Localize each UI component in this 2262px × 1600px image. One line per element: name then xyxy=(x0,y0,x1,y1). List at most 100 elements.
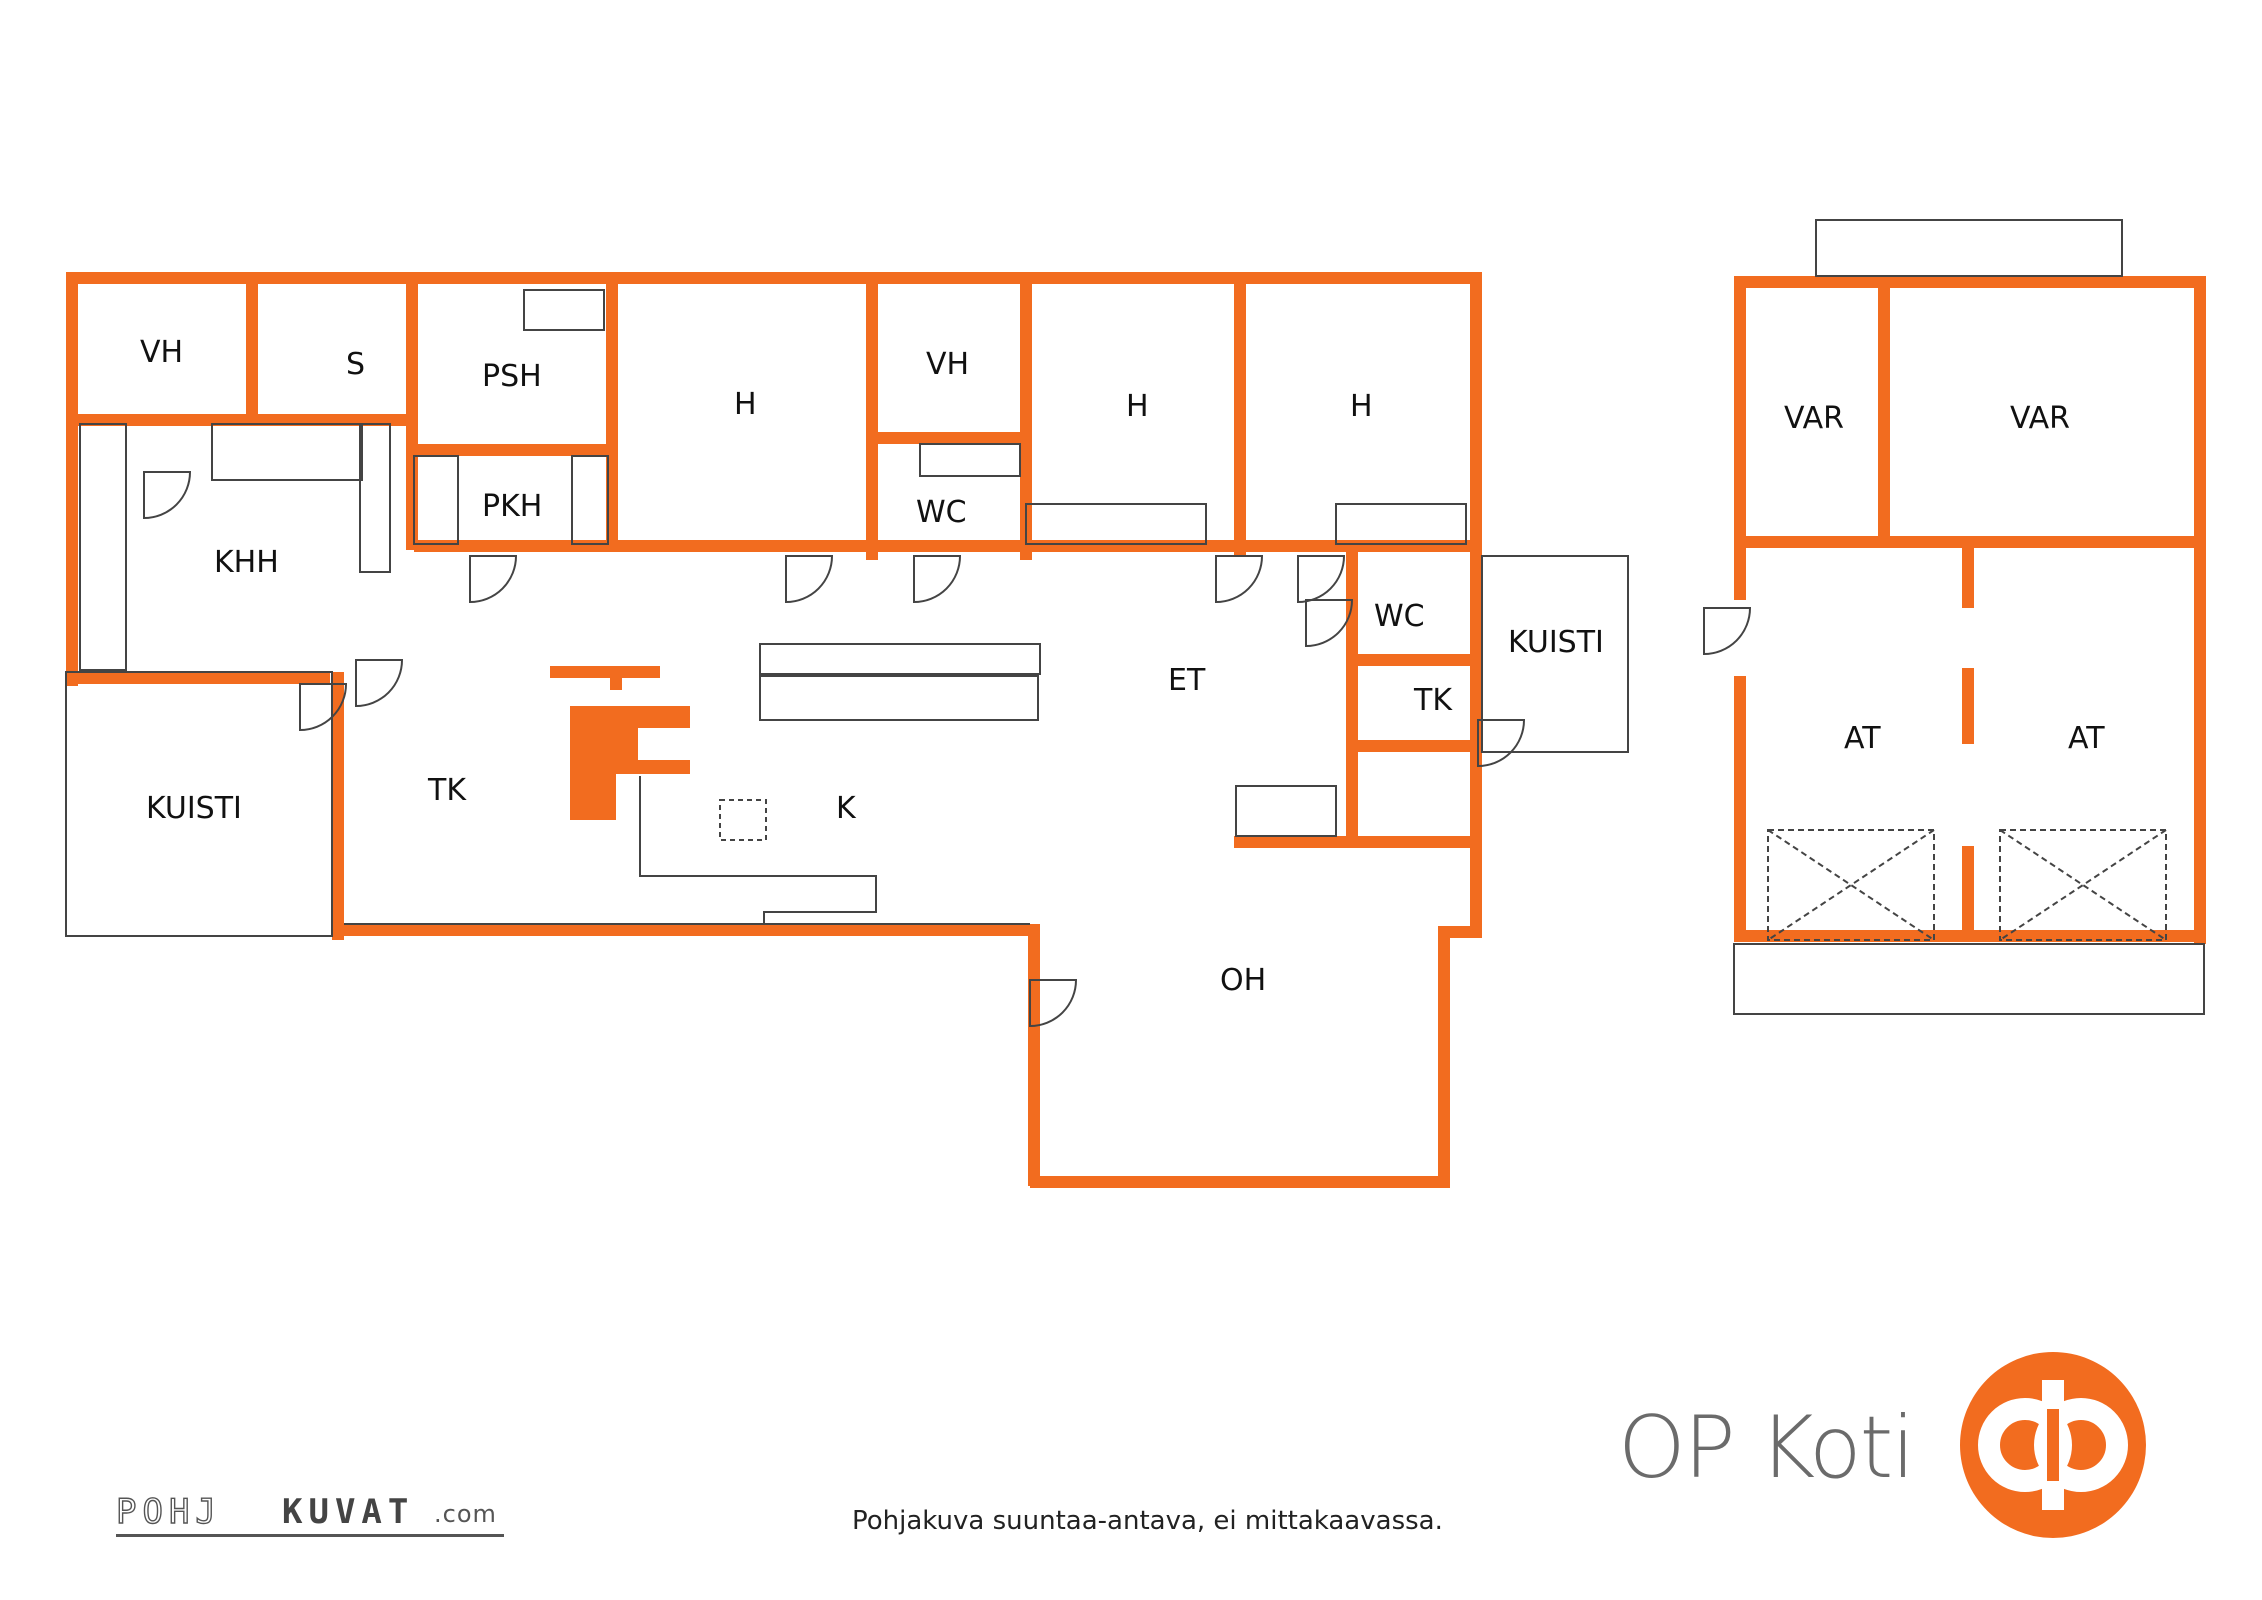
op-logo-icon xyxy=(1960,1352,2146,1538)
door-swing-icon xyxy=(143,471,192,520)
floor-plan-fixtures xyxy=(65,219,2205,1028)
wall-segment xyxy=(1734,676,1746,940)
kitchen-counter-outline xyxy=(639,776,877,924)
khh-cabinet xyxy=(79,423,127,671)
door-swing-icon xyxy=(1297,555,1346,604)
pkh-heater xyxy=(413,455,459,545)
wall-segment xyxy=(550,666,660,678)
h3-wardrobe xyxy=(1335,503,1467,545)
vh-sink-counter xyxy=(919,443,1021,477)
wall-segment xyxy=(1962,546,1974,608)
wall-segment xyxy=(1346,740,1482,752)
wall-segment xyxy=(66,272,78,686)
wall-segment xyxy=(1962,846,1974,936)
wall-segment xyxy=(410,444,612,456)
door-swing-icon xyxy=(1215,555,1264,604)
room-label-s: S xyxy=(346,347,365,382)
wall-segment xyxy=(866,272,878,560)
wall-segment xyxy=(1346,540,1358,846)
pohjakuvat-logo-part3: .com xyxy=(434,1500,497,1528)
room-label-wc-2: WC xyxy=(1374,599,1425,634)
room-label-h-3: H xyxy=(1350,389,1373,424)
parking-cross-left xyxy=(1767,829,1935,941)
khh-upper-cabinets xyxy=(211,423,363,481)
pkh-bench xyxy=(571,455,609,545)
kitchen-counter xyxy=(759,675,1039,721)
door-swing-icon xyxy=(1029,979,1078,1028)
room-label-tk-2: TK xyxy=(1413,683,1453,718)
wall-segment xyxy=(66,272,1482,284)
wall-segment xyxy=(332,672,344,940)
et-cabinet xyxy=(1235,785,1337,837)
wall-segment xyxy=(66,672,330,684)
door-swing-icon xyxy=(785,555,834,604)
room-label-vh-2: VH xyxy=(926,347,969,382)
room-label-tk-1: TK xyxy=(427,773,467,808)
wall-segment xyxy=(1234,836,1482,848)
room-label-var-1: VAR xyxy=(1784,401,1844,436)
op-koti-brand-text: OP Koti xyxy=(1618,1398,1915,1498)
kitchen-island-top xyxy=(759,643,1041,675)
wall-segment xyxy=(246,272,258,420)
pohjakuvat-logo-underline xyxy=(116,1534,504,1537)
door-swing-icon xyxy=(299,683,348,732)
parking-spot-right xyxy=(1999,829,2167,941)
door-swing-icon xyxy=(1305,599,1354,648)
room-label-kuisti-2: KUISTI xyxy=(1508,625,1604,660)
wall-segment xyxy=(610,666,622,690)
garage-apron xyxy=(1733,943,2205,1015)
parking-spot-left xyxy=(1767,829,1935,941)
door-swing-icon xyxy=(1477,719,1526,768)
h2-wardrobe xyxy=(1025,503,1207,545)
room-label-wc-1: WC xyxy=(916,495,967,530)
wall-segment xyxy=(1346,654,1482,666)
pohjakuvat-logo-part1: POHJ xyxy=(115,1491,222,1532)
wall-segment xyxy=(1962,668,1974,744)
parking-cross-right xyxy=(1999,829,2167,941)
wall-segment xyxy=(406,272,418,550)
wall-segment xyxy=(1740,536,2200,548)
door-swing-icon xyxy=(1703,607,1752,656)
room-label-vh-1: VH xyxy=(140,335,183,370)
room-label-kuisti-1: KUISTI xyxy=(146,791,242,826)
khh-sink-counter xyxy=(359,423,391,573)
room-label-k: K xyxy=(836,791,857,826)
wall-segment xyxy=(1438,926,1482,938)
room-label-at-1: AT xyxy=(1844,721,1881,756)
wall-segment xyxy=(1028,924,1040,1186)
disclaimer-note: Pohjakuva suuntaa-antava, ei mittakaavas… xyxy=(852,1506,1443,1536)
wall-segment xyxy=(1020,272,1032,560)
wall-segment xyxy=(1734,276,1746,600)
door-swing-icon xyxy=(913,555,962,604)
room-label-khh: KHH xyxy=(214,545,279,580)
room-label-var-2: VAR xyxy=(2010,401,2070,436)
pohjakuvat-logo-icon: POHJ KUVAT .com xyxy=(115,1491,506,1542)
room-label-pkh: PKH xyxy=(482,489,542,524)
porch-outline-right xyxy=(1481,555,1629,753)
wall-segment xyxy=(1734,276,2206,288)
room-label-psh: PSH xyxy=(482,359,542,394)
wall-segment xyxy=(1030,1176,1450,1188)
porch-outline-left xyxy=(65,671,333,937)
wall-segment xyxy=(2194,276,2206,944)
room-label-h-1: H xyxy=(734,387,757,422)
dining-table-icon xyxy=(719,799,767,841)
pohjakuvat-logo-part2: KUVAT xyxy=(282,1492,415,1532)
floor-plan-walls xyxy=(66,272,2206,1188)
door-swing-icon xyxy=(355,659,404,708)
wall-segment xyxy=(1470,272,1482,930)
wall-segment xyxy=(870,432,1032,444)
wall-segment xyxy=(332,924,1040,936)
wall-segment xyxy=(1234,272,1246,556)
room-label-oh: OH xyxy=(1220,963,1266,998)
wall-segment xyxy=(414,540,1482,552)
bathtub-icon xyxy=(523,289,605,331)
room-label-at-2: AT xyxy=(2068,721,2105,756)
door-swing-icon xyxy=(469,555,518,604)
wall-segment xyxy=(1438,926,1450,1188)
fireplace xyxy=(570,706,690,820)
room-label-h-2: H xyxy=(1126,389,1149,424)
storage-canopy xyxy=(1815,219,2123,277)
